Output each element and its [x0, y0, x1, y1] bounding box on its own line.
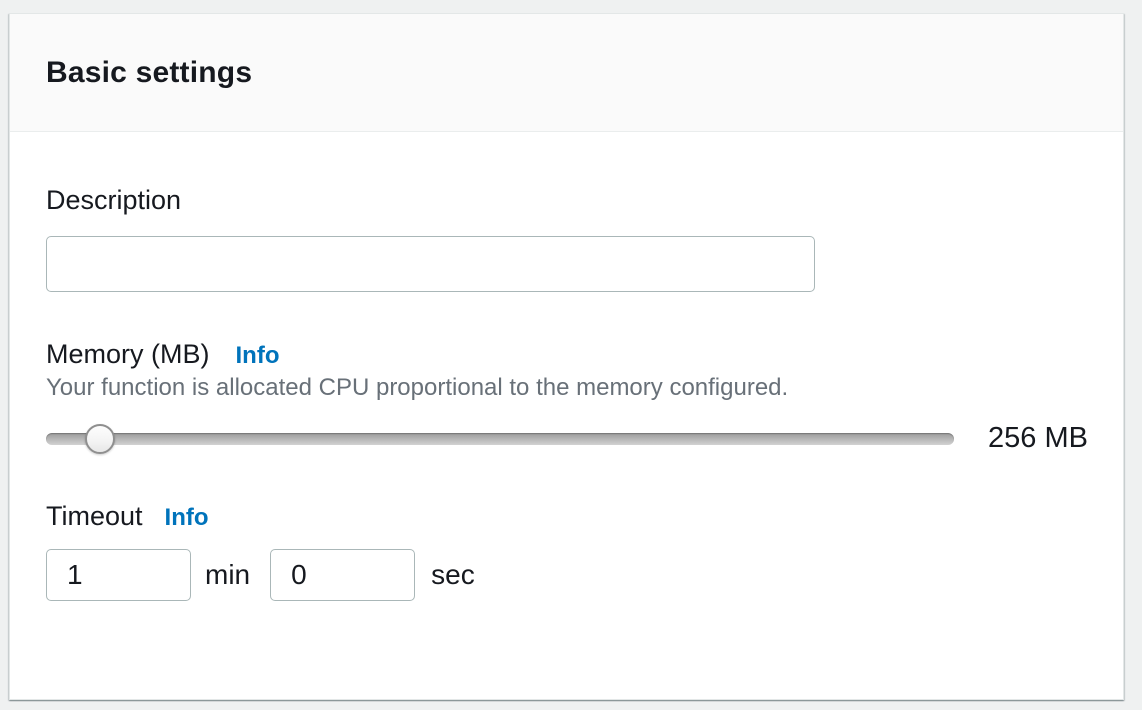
timeout-minutes-unit: min [205, 559, 251, 590]
timeout-seconds-input[interactable] [270, 549, 416, 601]
memory-info-link[interactable]: Info [235, 342, 280, 369]
timeout-minutes-input[interactable] [46, 549, 191, 601]
memory-slider[interactable] [46, 423, 954, 454]
memory-slider-row: 256 MB [46, 422, 1088, 455]
memory-value: 256 MB [988, 422, 1088, 454]
panel-body: Description Memory (MB) Info Your functi… [10, 184, 1123, 601]
panel-title: Basic settings [46, 55, 253, 89]
timeout-seconds-unit: sec [431, 559, 475, 590]
basic-settings-panel: Basic settings Description Memory (MB) I… [9, 13, 1124, 700]
timeout-label-row: Timeout Info [46, 500, 1087, 532]
timeout-row: min sec [46, 549, 1087, 601]
description-input[interactable] [46, 236, 815, 292]
memory-slider-thumb[interactable] [84, 423, 115, 454]
memory-label: Memory (MB) [46, 339, 210, 369]
timeout-label: Timeout [46, 501, 143, 531]
description-label: Description [46, 185, 182, 215]
description-label-row: Description [46, 184, 1087, 216]
panel-header: Basic settings [10, 14, 1123, 132]
memory-slider-track[interactable] [46, 432, 954, 445]
memory-label-row: Memory (MB) Info [46, 338, 1087, 370]
memory-help-text: Your function is allocated CPU proportio… [46, 374, 789, 401]
timeout-info-link[interactable]: Info [164, 504, 209, 531]
